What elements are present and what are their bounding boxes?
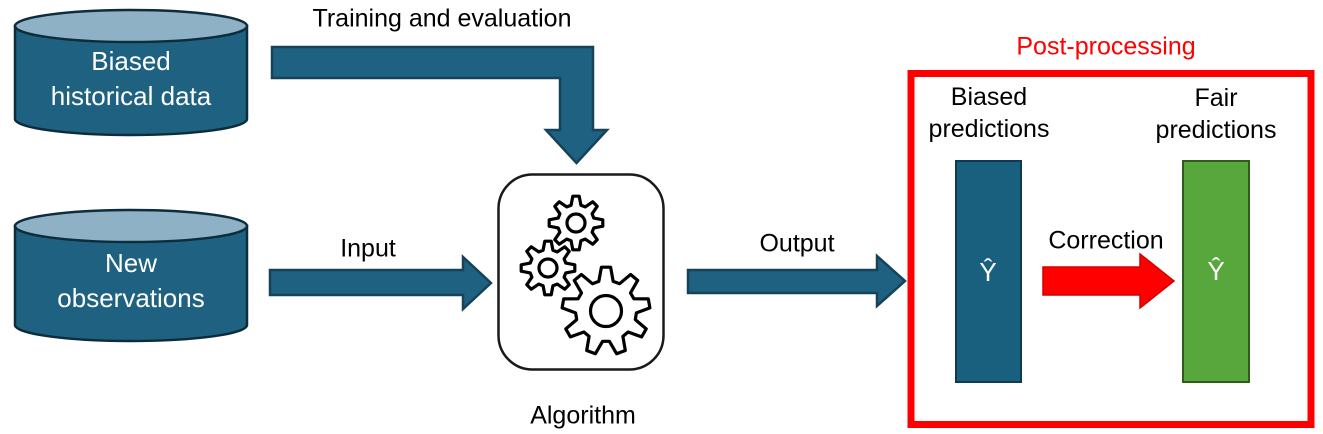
label-line: Fair bbox=[1194, 84, 1238, 112]
biased-predictions-label: Biased predictions bbox=[929, 81, 1050, 145]
input-label: Input bbox=[340, 234, 396, 263]
gear-hole bbox=[588, 293, 624, 329]
cylinder-top bbox=[13, 208, 249, 244]
algorithm-label: Algorithm bbox=[530, 401, 636, 430]
yhat-biased-symbol: Ŷ bbox=[979, 256, 997, 287]
database-cylinder-new-observations bbox=[13, 208, 249, 343]
yhat-fair-symbol: Ŷ bbox=[1207, 255, 1225, 286]
label-line: historical data bbox=[50, 81, 212, 111]
fair-predictions-label: Fair predictions bbox=[1156, 82, 1277, 146]
cylinder-top bbox=[13, 8, 249, 44]
training-elbow-arrow bbox=[270, 45, 610, 165]
training-evaluation-label: Training and evaluation bbox=[312, 4, 572, 33]
post-processing-frame bbox=[907, 70, 1315, 428]
gear-hole bbox=[565, 212, 587, 234]
label-line: predictions bbox=[1155, 116, 1277, 144]
correction-label: Correction bbox=[1048, 226, 1164, 255]
gear-hole bbox=[537, 257, 559, 279]
correction-arrow bbox=[1042, 252, 1176, 310]
fair-predictions-bar bbox=[1182, 160, 1250, 383]
input-arrow bbox=[268, 254, 493, 312]
label-line: Biased bbox=[91, 46, 171, 76]
cylinder-body bbox=[13, 224, 249, 343]
label-line: predictions bbox=[928, 115, 1050, 143]
post-processing-title: Post-processing bbox=[1016, 32, 1196, 61]
label-line: Biased bbox=[950, 83, 1028, 111]
output-arrow bbox=[686, 253, 907, 309]
cylinder-body bbox=[13, 24, 249, 137]
label-line: New bbox=[104, 248, 158, 278]
database-cylinder-biased-historical bbox=[13, 8, 249, 137]
biased-predictions-bar bbox=[955, 160, 1022, 383]
biased-historical-data-label: Biased historical data bbox=[51, 44, 211, 114]
gears-icon bbox=[519, 194, 652, 356]
label-line: observations bbox=[57, 283, 205, 313]
new-observations-label: New observations bbox=[57, 246, 204, 316]
output-label: Output bbox=[759, 229, 835, 258]
